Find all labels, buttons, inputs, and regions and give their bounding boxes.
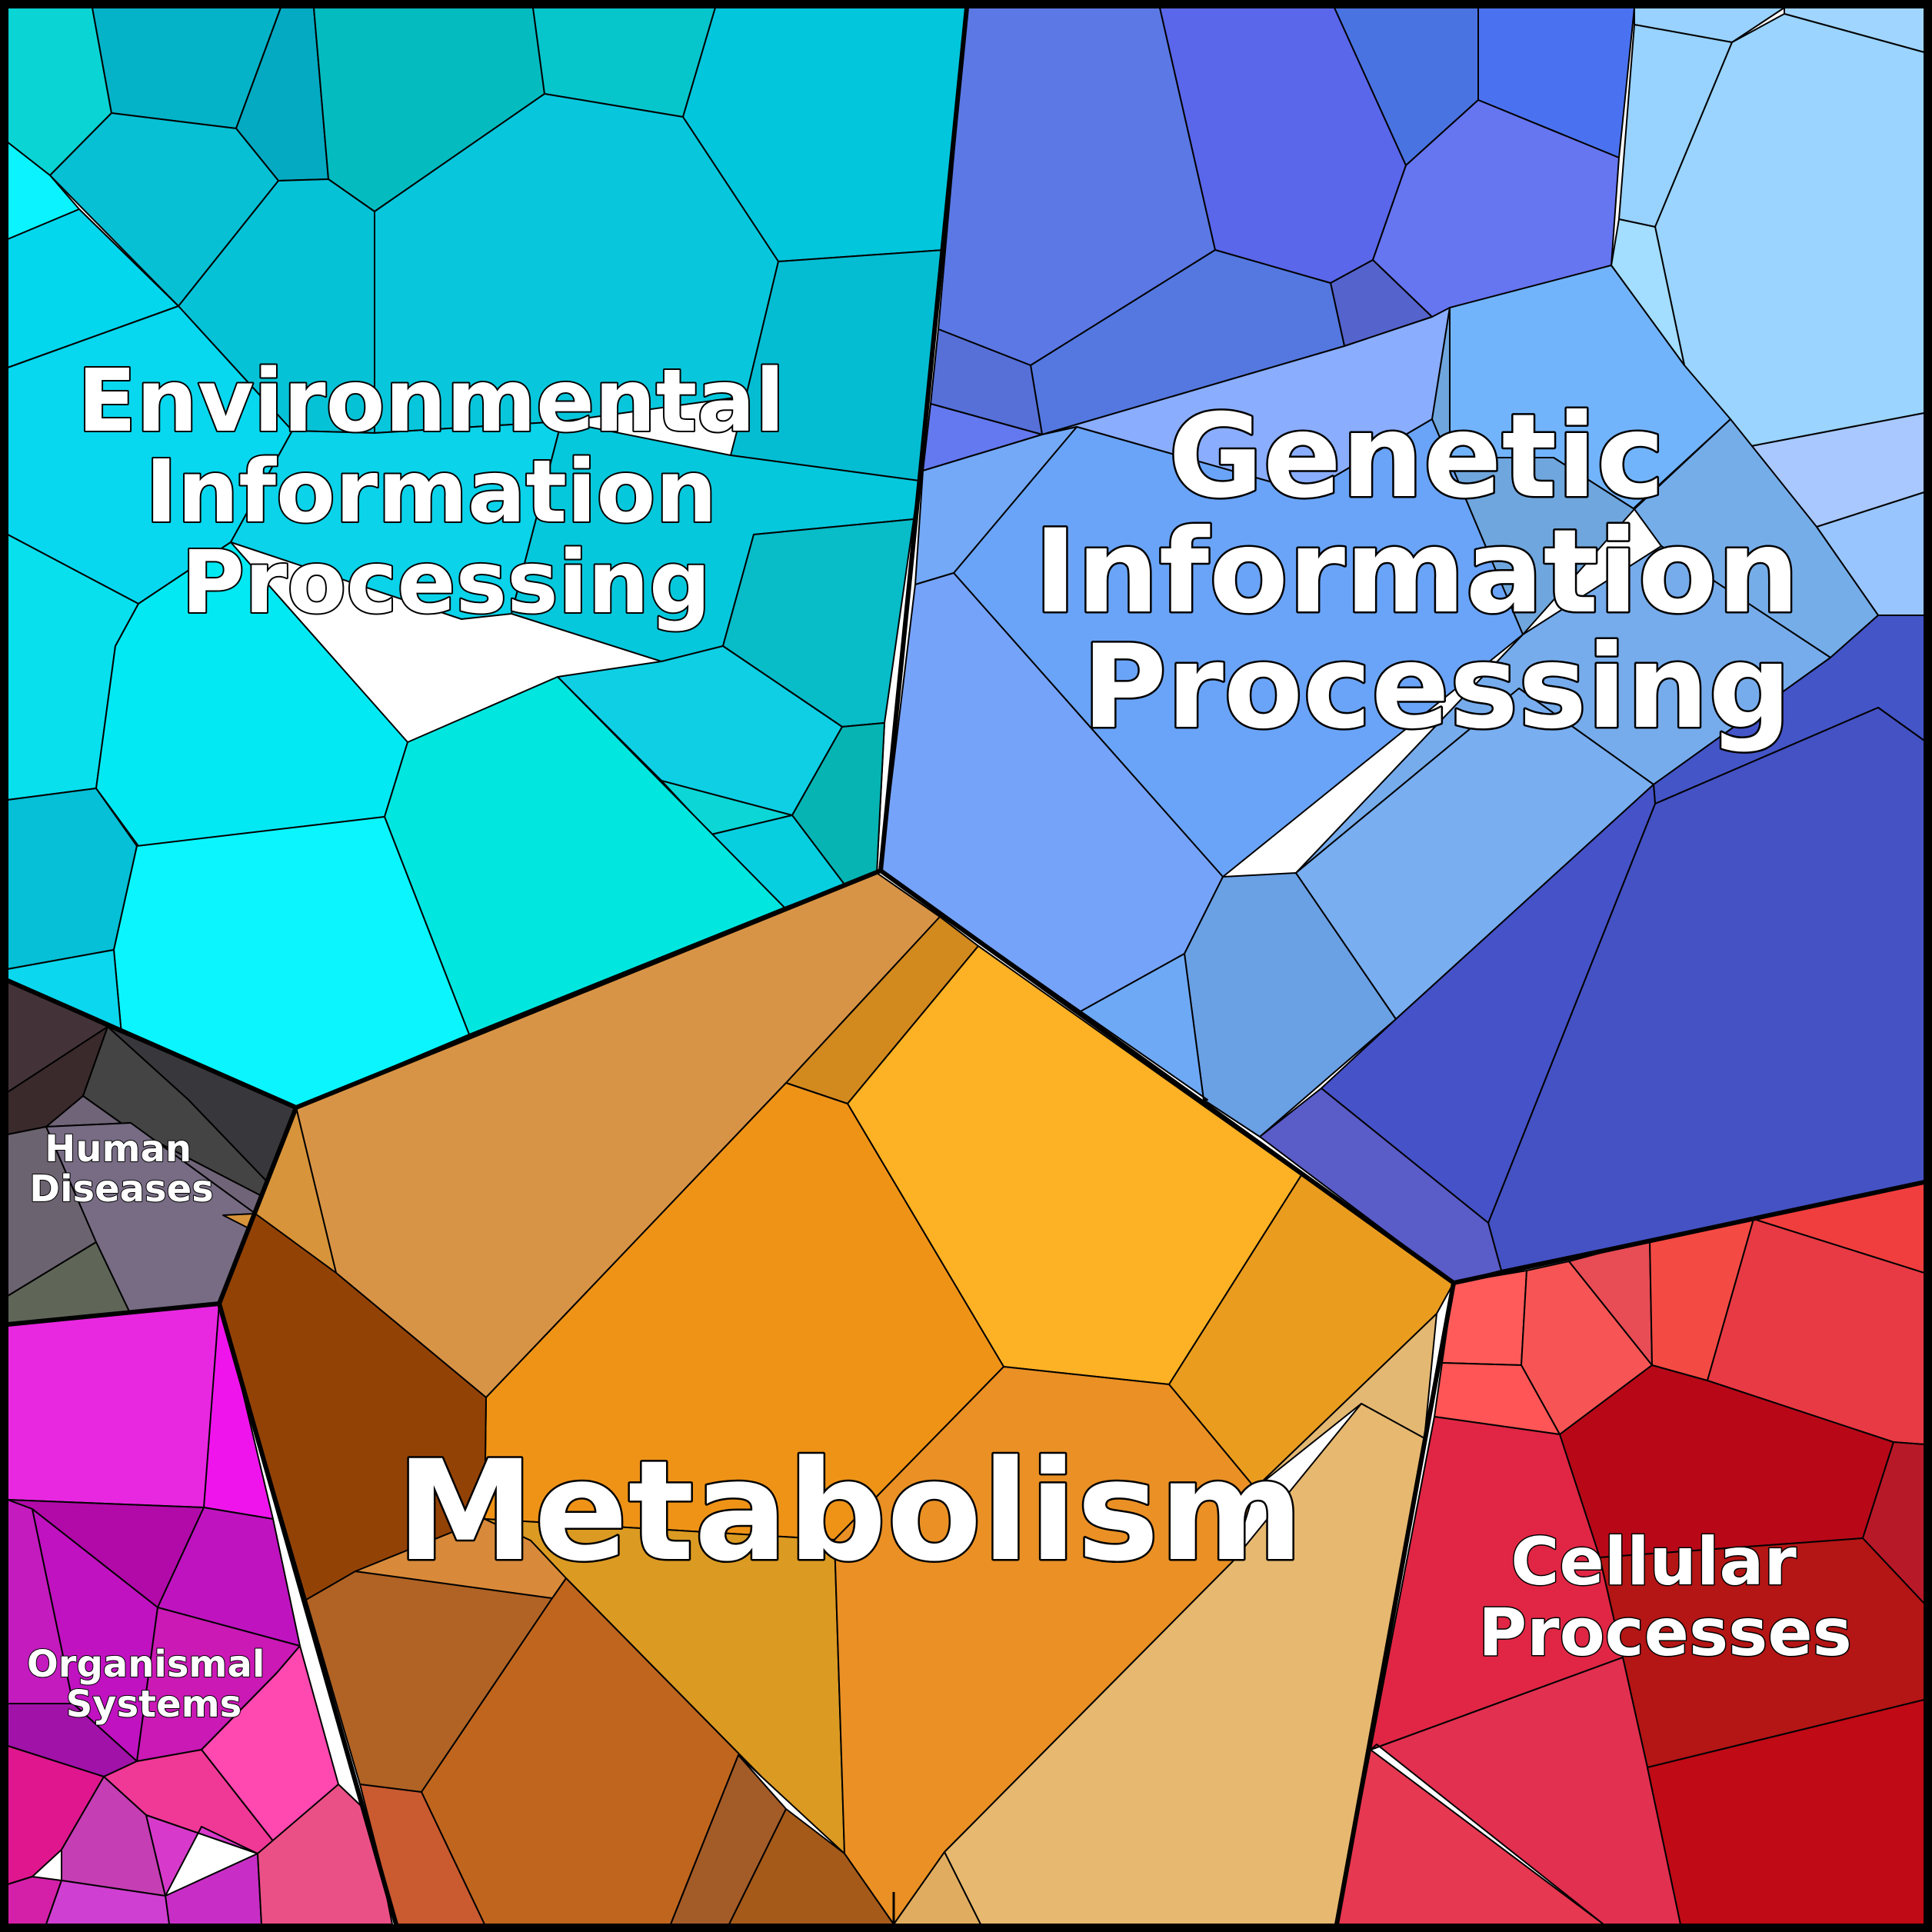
cell (1321, 784, 1656, 1224)
cell (145, 1814, 258, 1897)
label-human-diseases: Human Diseases (29, 1128, 214, 1211)
label-line: Processes (1478, 1594, 1852, 1671)
label-environmental: Environmental Information Processing (78, 351, 814, 633)
region-genetic[interactable] (880, 7, 1925, 1284)
region-labels: Environmental Information Processing Gen… (26, 350, 1853, 1727)
region-environmental[interactable] (7, 7, 968, 1108)
label-line: Organismal (27, 1643, 265, 1686)
boundary-human-organismal (7, 1301, 220, 1327)
label-metabolism: Metabolism (396, 1431, 1303, 1592)
region-metabolism[interactable] (218, 872, 1454, 1925)
boundary-human-metabolism (217, 1106, 298, 1305)
label-line: Processing (182, 533, 711, 633)
cell (7, 1303, 241, 1508)
label-genetic: Genetic Information Processing (1034, 390, 1840, 754)
region-cellular-processes[interactable] (1336, 1181, 1925, 1925)
label-line: Systems (66, 1683, 242, 1726)
boundary-metabolism-cellular (1334, 1282, 1456, 1925)
label-line: Information (1034, 505, 1799, 639)
boundary-env-genetic (878, 7, 969, 871)
boundary-organismal-metabolism (217, 1303, 398, 1925)
cell (1080, 953, 1208, 1101)
region-human-diseases[interactable] (7, 980, 297, 1325)
label-line: Diseases (29, 1168, 214, 1211)
label-line: Human (45, 1128, 192, 1171)
label-line: Processing (1082, 621, 1791, 754)
cell (355, 1518, 567, 1599)
label-line: Metabolism (396, 1431, 1303, 1592)
label-cellular-processes: Cellular Processes (1478, 1524, 1852, 1671)
label-line: Information (145, 442, 717, 542)
label-line: Environmental (78, 351, 784, 451)
region-organismal-systems[interactable] (7, 1303, 393, 1925)
label-line: Cellular (1511, 1524, 1797, 1601)
label-line: Genetic (1168, 390, 1664, 524)
label-organismal-systems: Organismal Systems (27, 1643, 278, 1726)
